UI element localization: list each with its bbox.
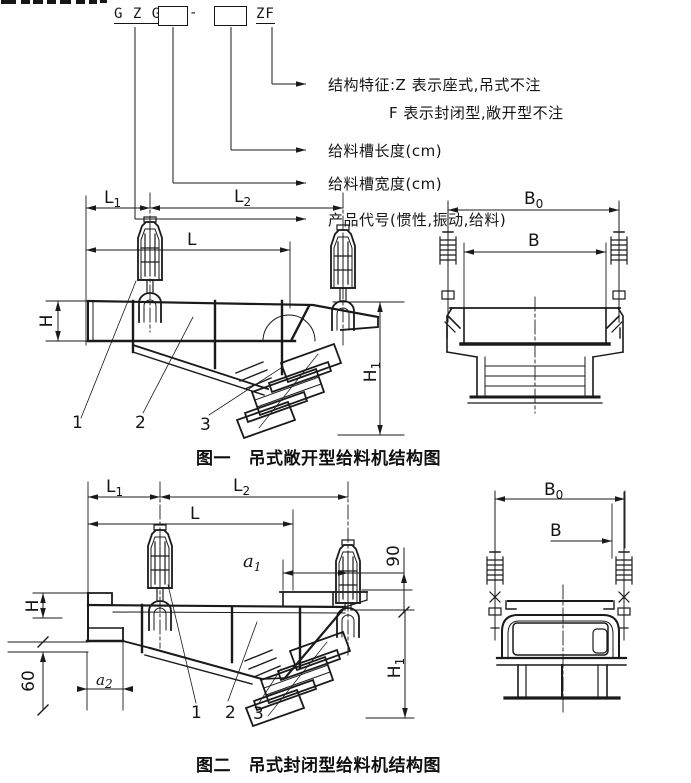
suspension-spring-left — [486, 491, 504, 641]
dim-label-b: B — [550, 521, 562, 541]
dim-label-l1: L1 — [104, 188, 121, 210]
dim-label-h: H — [23, 600, 43, 613]
model-code-leaders — [134, 27, 306, 222]
hanger-left — [137, 216, 163, 323]
dim-label-b0: B0 — [544, 480, 563, 502]
figure1-dim-labels: L1 L2 L H H1 B0 B 1 2 3 — [37, 187, 543, 435]
annotation-trough-width: 给料槽宽度(cm) — [328, 175, 443, 193]
hanger-left — [147, 524, 173, 631]
dim-label-l: L — [187, 230, 197, 250]
model-code-box-width — [158, 6, 188, 26]
dim-label-90: 90 — [384, 545, 404, 567]
figure1-caption: 图一 吊式敞开型给料机结构图 — [196, 449, 441, 469]
callout-1: 1 — [191, 703, 202, 723]
callout-3: 3 — [253, 704, 264, 724]
dim-label-l2: L2 — [234, 187, 251, 209]
figure2-side-view — [7, 481, 415, 728]
callout-3: 3 — [200, 415, 211, 435]
dim-label-a1: a1 — [243, 551, 261, 574]
suspension-spring-right — [605, 202, 628, 339]
dim-label-h: H — [37, 315, 57, 328]
hanger-right — [330, 224, 356, 331]
figure1-end-view — [439, 200, 628, 414]
dim-label-h1: H1 — [361, 362, 383, 382]
dim-label-b0: B0 — [524, 189, 543, 211]
suspension-spring-right — [615, 491, 633, 641]
annotation-structure-feature: 结构特征:Z 表示座式,吊式不注 — [328, 76, 541, 94]
model-code-prefix: G Z G — [114, 6, 162, 24]
figure2-dim-labels: L1 L2 L a1 90 H 60 a2 H1 B0 B 1 2 3 — [19, 476, 563, 724]
annotation-closed-type: F 表示封闭型,敞开型不注 — [389, 104, 564, 122]
dim-label-l1: L1 — [106, 477, 123, 499]
dim-label-b: B — [528, 231, 540, 251]
model-code-suffix: ZF — [256, 6, 275, 24]
annotation-trough-length: 给料槽长度(cm) — [328, 142, 443, 160]
callout-1: 1 — [72, 413, 83, 433]
vibration-motor — [235, 342, 343, 440]
dim-label-h1: H1 — [385, 658, 407, 678]
dim-label-a2: a2 — [96, 671, 113, 691]
model-code-box-length — [214, 6, 247, 26]
figure1-side-view — [45, 192, 405, 440]
model-code-dash: - — [189, 5, 198, 21]
figure2-caption: 图二 吊式封闭型给料机结构图 — [196, 756, 441, 776]
hanger-right — [335, 539, 361, 638]
vibration-motor — [244, 630, 352, 728]
annotation-product-code: 产品代号(惯性,振动,给料) — [328, 211, 507, 229]
dim-label-l: L — [190, 504, 200, 524]
dim-label-60: 60 — [19, 670, 39, 692]
dim-label-l2: L2 — [233, 476, 250, 498]
callout-2: 2 — [225, 703, 236, 723]
figure2-end-view — [486, 490, 633, 713]
callout-2: 2 — [135, 413, 146, 433]
